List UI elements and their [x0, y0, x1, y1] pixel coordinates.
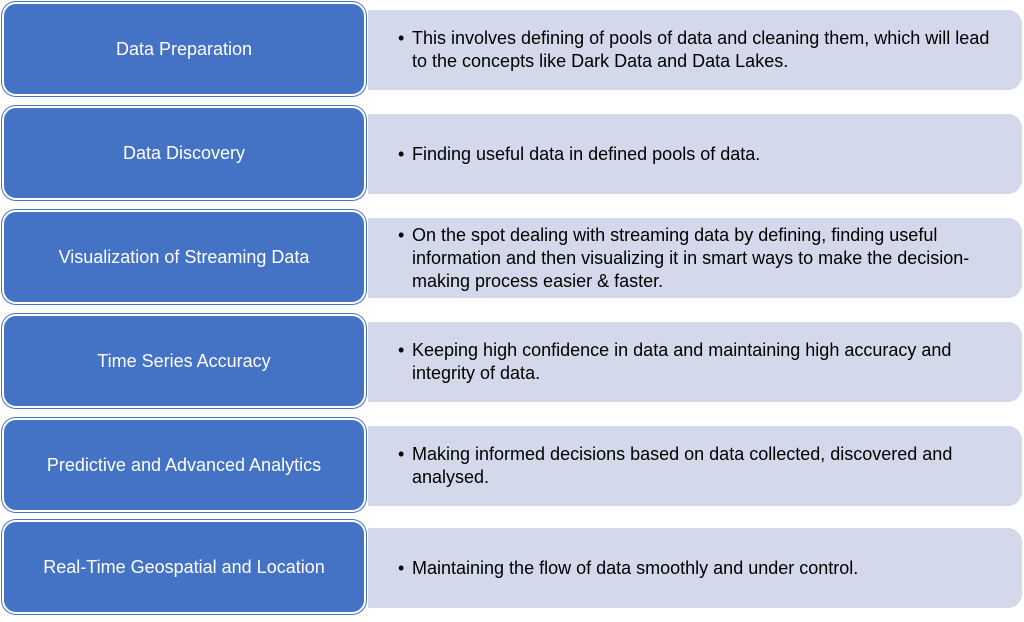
diagram-row-real-time-geospatial-and-location: Real-Time Geospatial and Location • Main…: [0, 518, 1024, 622]
description-box: • Keeping high confidence in data and ma…: [368, 322, 1022, 402]
diagram-row-visualization-of-streaming-data: Visualization of Streaming Data • On the…: [0, 208, 1024, 312]
description-line: • Making informed decisions based on dat…: [398, 443, 992, 489]
row-label: Real-Time Geospatial and Location: [43, 557, 325, 577]
row-description: This involves defining of pools of data …: [412, 28, 990, 71]
diagram-row-time-series-accuracy: Time Series Accuracy • Keeping high conf…: [0, 312, 1024, 416]
diagram-row-data-discovery: Data Discovery • Finding useful data in …: [0, 104, 1024, 208]
description-box: • This involves defining of pools of dat…: [368, 10, 1022, 90]
description-line: • Finding useful data in defined pools o…: [398, 143, 760, 166]
row-description: Making informed decisions based on data …: [412, 444, 953, 487]
label-box: Time Series Accuracy: [2, 314, 366, 408]
label-box: Data Preparation: [2, 2, 366, 96]
description-box: • Maintaining the flow of data smoothly …: [368, 528, 1022, 608]
description-box: • Finding useful data in defined pools o…: [368, 114, 1022, 194]
description-line: • Maintaining the flow of data smoothly …: [398, 557, 858, 580]
row-label: Data Discovery: [122, 143, 246, 163]
row-description: Maintaining the flow of data smoothly an…: [412, 557, 859, 578]
diagram-row-data-preparation: Data Preparation • This involves definin…: [0, 0, 1024, 104]
row-description: On the spot dealing with streaming data …: [412, 224, 970, 291]
description-box: • On the spot dealing with streaming dat…: [368, 218, 1022, 298]
bullet-icon: •: [398, 28, 405, 48]
description-line: • Keeping high confidence in data and ma…: [398, 339, 992, 385]
row-description: Finding useful data in defined pools of …: [412, 143, 761, 164]
bullet-icon: •: [398, 224, 405, 245]
label-box: Real-Time Geospatial and Location: [2, 520, 366, 614]
row-label: Predictive and Advanced Analytics: [46, 455, 322, 475]
description-line: • On the spot dealing with streaming dat…: [398, 224, 992, 293]
description-box: • Making informed decisions based on dat…: [368, 426, 1022, 506]
bullet-icon: •: [398, 340, 405, 360]
row-label: Visualization of Streaming Data: [58, 247, 310, 267]
row-description: Keeping high confidence in data and main…: [412, 340, 952, 383]
bullet-icon: •: [398, 444, 405, 464]
diagram-row-predictive-and-advanced-analytics: Predictive and Advanced Analytics • Maki…: [0, 416, 1024, 520]
row-label: Time Series Accuracy: [97, 351, 271, 371]
label-box: Visualization of Streaming Data: [2, 210, 366, 304]
bullet-icon: •: [398, 557, 405, 578]
description-line: • This involves defining of pools of dat…: [398, 27, 992, 73]
label-box: Data Discovery: [2, 106, 366, 200]
row-label: Data Preparation: [115, 39, 253, 59]
label-box: Predictive and Advanced Analytics: [2, 418, 366, 512]
bullet-icon: •: [398, 143, 405, 164]
